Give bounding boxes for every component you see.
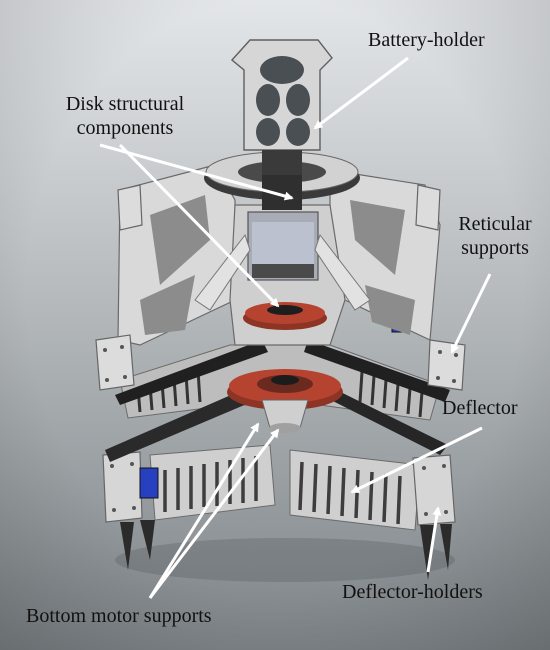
label-reticular-supports: Reticular supports	[440, 212, 550, 260]
label-deflector-holders: Deflector-holders	[342, 581, 483, 603]
battery-holder	[230, 39, 333, 175]
arrow-battery-holder	[313, 56, 409, 130]
label-deflector: Deflector	[442, 397, 518, 419]
label-reticular-line1: Reticular	[458, 213, 532, 235]
arrow-disk-middle	[118, 143, 280, 308]
floor-shadow	[115, 538, 455, 582]
deflector-grille-left	[149, 444, 276, 521]
arrow-reticular-supports	[450, 273, 492, 354]
arrow-bottom-motor-right	[148, 428, 280, 599]
deflector-grille-right	[289, 449, 421, 531]
middle-disk	[243, 302, 327, 330]
arrow-deflector-holders	[426, 506, 442, 573]
drone-assembly	[95, 39, 466, 580]
label-bottom-motor-supports: Bottom motor supports	[26, 605, 212, 627]
arrow-deflector	[350, 426, 483, 494]
label-disk-line1: Disk structural	[65, 93, 185, 115]
label-disk-line2: components	[76, 117, 174, 139]
reticular-frame	[95, 164, 466, 391]
label-reticular-line2: supports	[461, 237, 529, 259]
label-disk-structural-components: Disk structural components	[50, 92, 200, 140]
bottom-motor-disk	[227, 369, 343, 433]
arrow-bottom-motor-left	[148, 422, 260, 599]
label-battery-holder: Battery-holder	[368, 29, 485, 51]
deflector-holder-left	[102, 451, 155, 570]
arrow-disk-top	[99, 143, 294, 201]
callout-arrows	[99, 56, 492, 599]
